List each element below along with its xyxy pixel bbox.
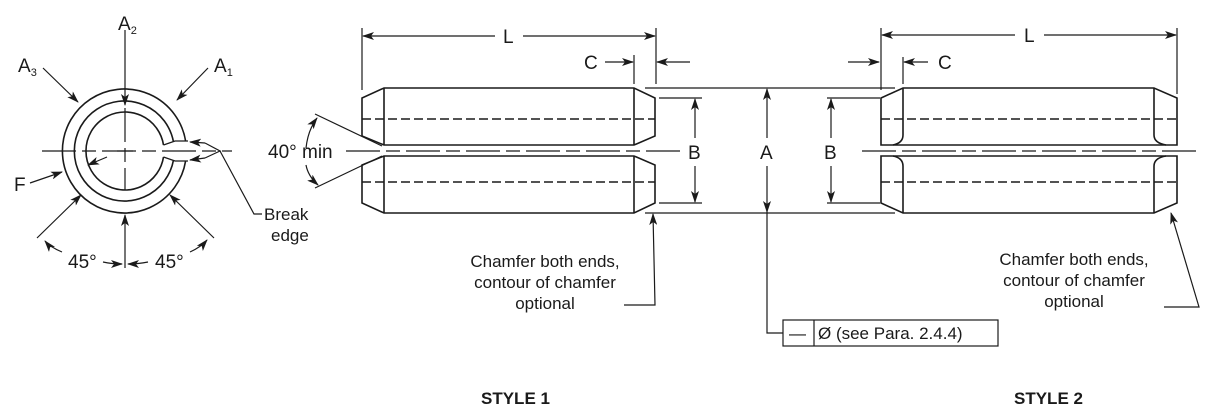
style1-lower-half [361,155,656,214]
style1-c-label: C [584,53,598,74]
slot-angle-line-lower [314,155,383,189]
style2-c-label: C [938,53,952,74]
style2-chamfer-right-lower [1153,155,1167,213]
style1-note-leader [624,213,658,306]
a1-leader [176,67,209,101]
angle-right-arrow-b [189,239,208,253]
break-edge-label-1: Break [264,205,309,224]
left-45-leader [36,194,82,239]
style2-note-line1: Chamfer both ends, [999,250,1148,269]
b1-label: B [688,143,701,164]
style1-note-line3: optional [515,294,575,313]
f-label: F [14,175,26,196]
inner-dia-leader [87,156,108,166]
a2-label: A2 [118,14,137,37]
a1-label: A1 [214,56,233,79]
style2-title: STYLE 2 [1014,389,1083,408]
style2-chamfer-left-lower [892,155,904,213]
angle-right-label: 45° [155,252,184,273]
style2-chamfer-left-upper [892,88,904,146]
slot-angle-label: 40° min [268,142,333,163]
style1-note-line2: contour of chamfer [474,273,616,292]
straightness-symbol: — [789,324,806,343]
angle-left-label: 45° [68,252,97,273]
b2-label: B [824,143,837,164]
style1-view: L C 40° min Chamfer both ends, contour o… [268,27,680,408]
a-label: A [760,143,773,164]
fcf-box [782,319,999,347]
style2-upper-half [880,87,1178,146]
style2-note-leader [1164,212,1200,308]
break-edge-leader [219,150,262,215]
style2-l-label: L [1024,26,1035,47]
style2-note-line3: optional [1044,292,1104,311]
break-edge-arrow-top [189,138,206,147]
feature-control-frame: — Ø (see Para. 2.4.4) [782,319,999,347]
right-45-leader [169,194,215,239]
break-edge-arrow-bottom [189,154,206,163]
style2-chamfer-right-upper [1153,88,1167,146]
style2-note-line2: contour of chamfer [1003,271,1145,290]
angle-left-arrow-b [102,259,123,268]
angle-left-arrow-a [44,240,63,253]
end-view: A2 A1 A3 F 45° 45° Break edge [14,14,309,273]
fcf-leader [766,212,783,334]
outer-ring [61,88,187,214]
style2-view: L C Chamfer both ends, contour of chamfe… [862,26,1200,408]
style2-lower-half [880,155,1178,214]
center-dimensions: B A B — Ø (see Para. 2.4.4) [645,58,999,347]
slot-bottom [163,156,188,162]
fcf-text: Ø (see Para. 2.4.4) [818,324,963,343]
slot-angle-line-upper [314,113,383,147]
style1-l-label: L [503,27,514,48]
slot-top [163,140,188,146]
a3-leader [42,67,79,103]
middle-ring [73,100,175,202]
inner-ring [85,111,165,191]
style1-upper-half [361,87,656,146]
break-edge-label-2: edge [271,226,309,245]
style1-note-line1: Chamfer both ends, [470,252,619,271]
f-leader [29,171,63,184]
slot-angle-arrow-upper [305,117,318,149]
angle-right-arrow-a [127,259,149,268]
slot-angle-arrow-lower [305,164,319,186]
style1-title: STYLE 1 [481,389,550,408]
a3-label: A3 [18,56,37,79]
